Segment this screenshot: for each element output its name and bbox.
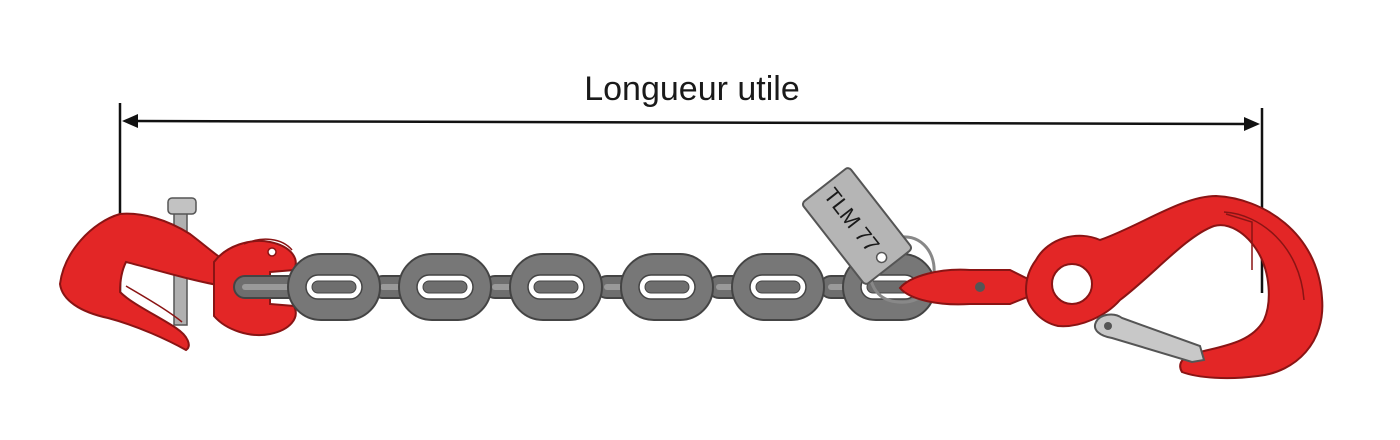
chain-link-through-bar — [533, 280, 579, 294]
eye-safety-hook-icon — [1024, 194, 1324, 380]
chain-side-link-highlight — [492, 284, 514, 290]
chain-side-link-highlight — [242, 284, 298, 290]
dimension-title: Longueur utile — [584, 70, 800, 108]
chain-link-through-bar — [755, 280, 801, 294]
clevis-grab-hook-icon — [58, 197, 297, 352]
chain-side-link-highlight — [380, 284, 404, 290]
double-arrow-dimension-icon — [122, 114, 1260, 131]
chain-link-through-bar — [644, 280, 690, 294]
chain-link-through-bar — [311, 280, 357, 294]
chain-link-through-bar — [422, 280, 468, 294]
chain — [233, 253, 936, 321]
